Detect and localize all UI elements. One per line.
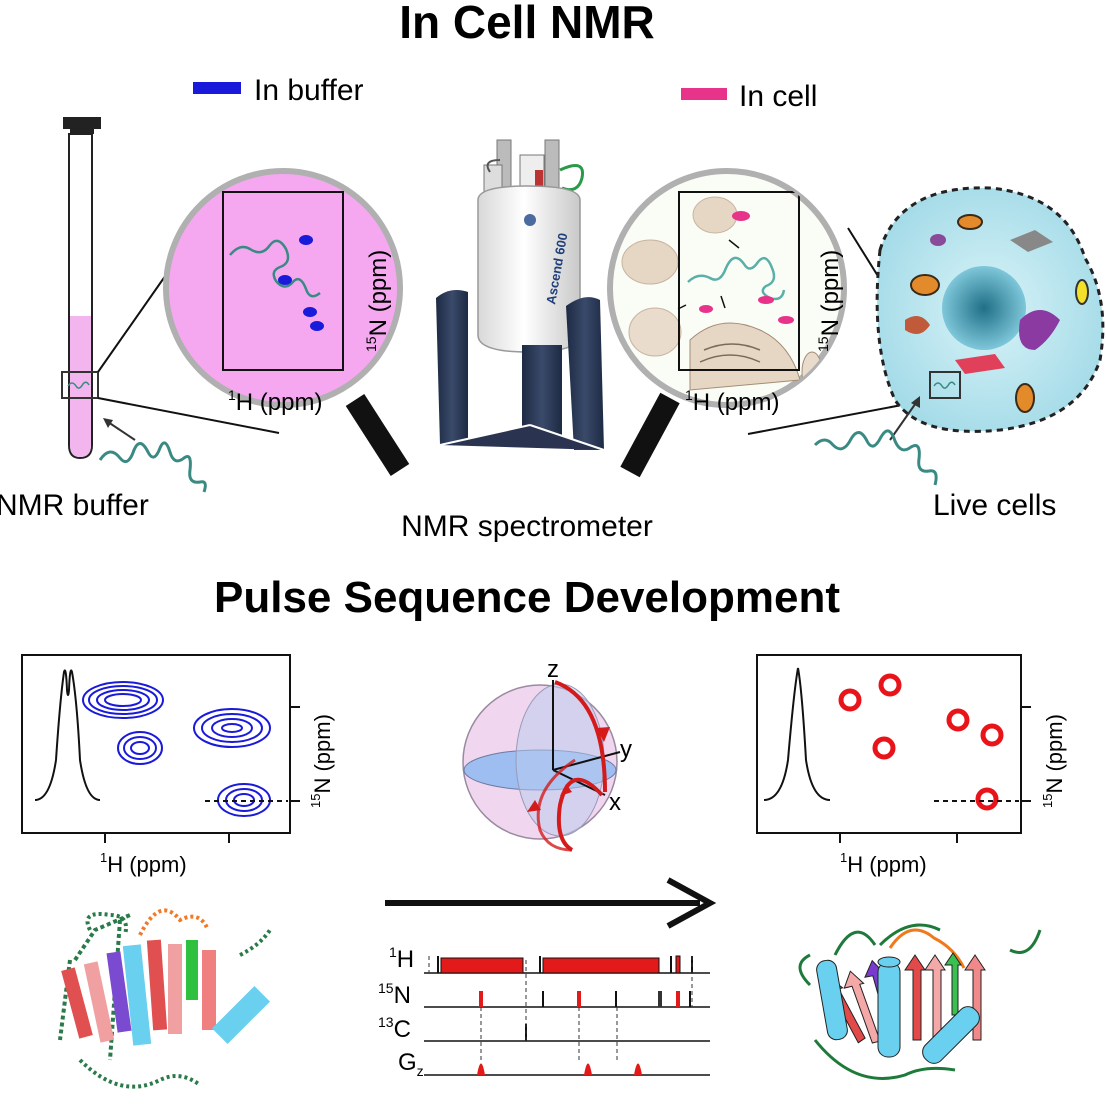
peak-red xyxy=(878,673,902,697)
magnifier-cell: 1H (ppm) 15N (ppm) xyxy=(607,168,847,478)
axis-h-label-buffer: 1H (ppm) xyxy=(228,387,322,416)
peak-red xyxy=(975,787,999,811)
spectrum-after: 1H (ppm) 15N (ppm) xyxy=(756,654,1067,877)
peak-pink xyxy=(758,296,774,304)
channel-label-c: 13C xyxy=(378,1014,411,1043)
development-arrow xyxy=(385,877,717,929)
legend-label-buffer: In buffer xyxy=(254,74,364,107)
spectrometer-label: NMR spectrometer xyxy=(401,510,653,543)
peak-blue xyxy=(117,731,163,765)
nmr-spectrometer: Ascend 600 NMR spectrometer xyxy=(401,139,653,543)
peak-red xyxy=(838,688,862,712)
channel-label-h: 1H xyxy=(389,944,414,973)
peak-blue xyxy=(303,307,317,317)
protein-structure-resolved xyxy=(798,923,1042,1080)
main-title: In Cell NMR xyxy=(399,0,655,48)
peak-red xyxy=(980,723,1004,747)
axis-n-label-before: 15N (ppm) xyxy=(308,714,335,808)
nmr-buffer-label: NMR buffer xyxy=(0,489,149,522)
spectrum-before: 1H (ppm) 15N (ppm) xyxy=(21,654,335,877)
legend-label-cell: In cell xyxy=(739,80,817,113)
peak-red xyxy=(872,736,896,760)
channel-label-g: Gz xyxy=(398,1049,424,1079)
peak-blue xyxy=(278,275,292,285)
pulse-sequence: 1H 15N 13C Gz xyxy=(378,944,710,1079)
trace-1d xyxy=(34,669,101,801)
cell-zoom-box xyxy=(929,371,961,399)
axis-n-label-buffer: 15N (ppm) xyxy=(363,250,392,352)
tube-zoom-box xyxy=(61,371,99,399)
axis-h-label-before: 1H (ppm) xyxy=(100,850,187,877)
spectrum-frame-cell xyxy=(678,191,800,371)
peak-pink xyxy=(699,305,713,313)
magnifier-buffer: 1H (ppm) 15N (ppm) xyxy=(163,168,410,476)
live-cell: Live cells xyxy=(747,186,1105,522)
axis-h-label-after: 1H (ppm) xyxy=(840,850,927,877)
nucleus xyxy=(942,266,1026,350)
peak-blue xyxy=(82,681,164,719)
protein-chain-icon xyxy=(813,429,938,486)
legend-swatch-buffer xyxy=(193,82,241,94)
peak-blue xyxy=(299,235,313,245)
legend-swatch-cell xyxy=(681,88,727,100)
peak-pink xyxy=(778,316,794,324)
peak-pink xyxy=(732,211,750,221)
axis-n-label-after: 15N (ppm) xyxy=(1040,714,1067,808)
axis-h-label-cell: 1H (ppm) xyxy=(685,387,779,416)
channel-label-n: 15N xyxy=(378,980,411,1009)
protein-structure-pixelated xyxy=(58,908,272,1089)
spectrum-frame-buffer xyxy=(222,191,344,371)
bloch-axis-x: x xyxy=(609,789,621,816)
peak-blue xyxy=(310,321,324,331)
axis-n-label-cell: 15N (ppm) xyxy=(815,250,844,352)
peak-red xyxy=(946,708,970,732)
trace-1d xyxy=(763,667,831,801)
bloch-axis-z: z xyxy=(547,656,559,683)
legend: In buffer In cell xyxy=(193,74,817,113)
pulse-sequence-title: Pulse Sequence Development xyxy=(214,573,840,622)
bloch-sphere: z y x xyxy=(462,656,632,852)
bloch-axis-y: y xyxy=(620,736,632,763)
peak-blue xyxy=(193,708,271,748)
live-cells-label: Live cells xyxy=(933,489,1056,522)
protein-chain-icon xyxy=(98,441,207,493)
nmr-tube: NMR buffer xyxy=(0,117,280,522)
